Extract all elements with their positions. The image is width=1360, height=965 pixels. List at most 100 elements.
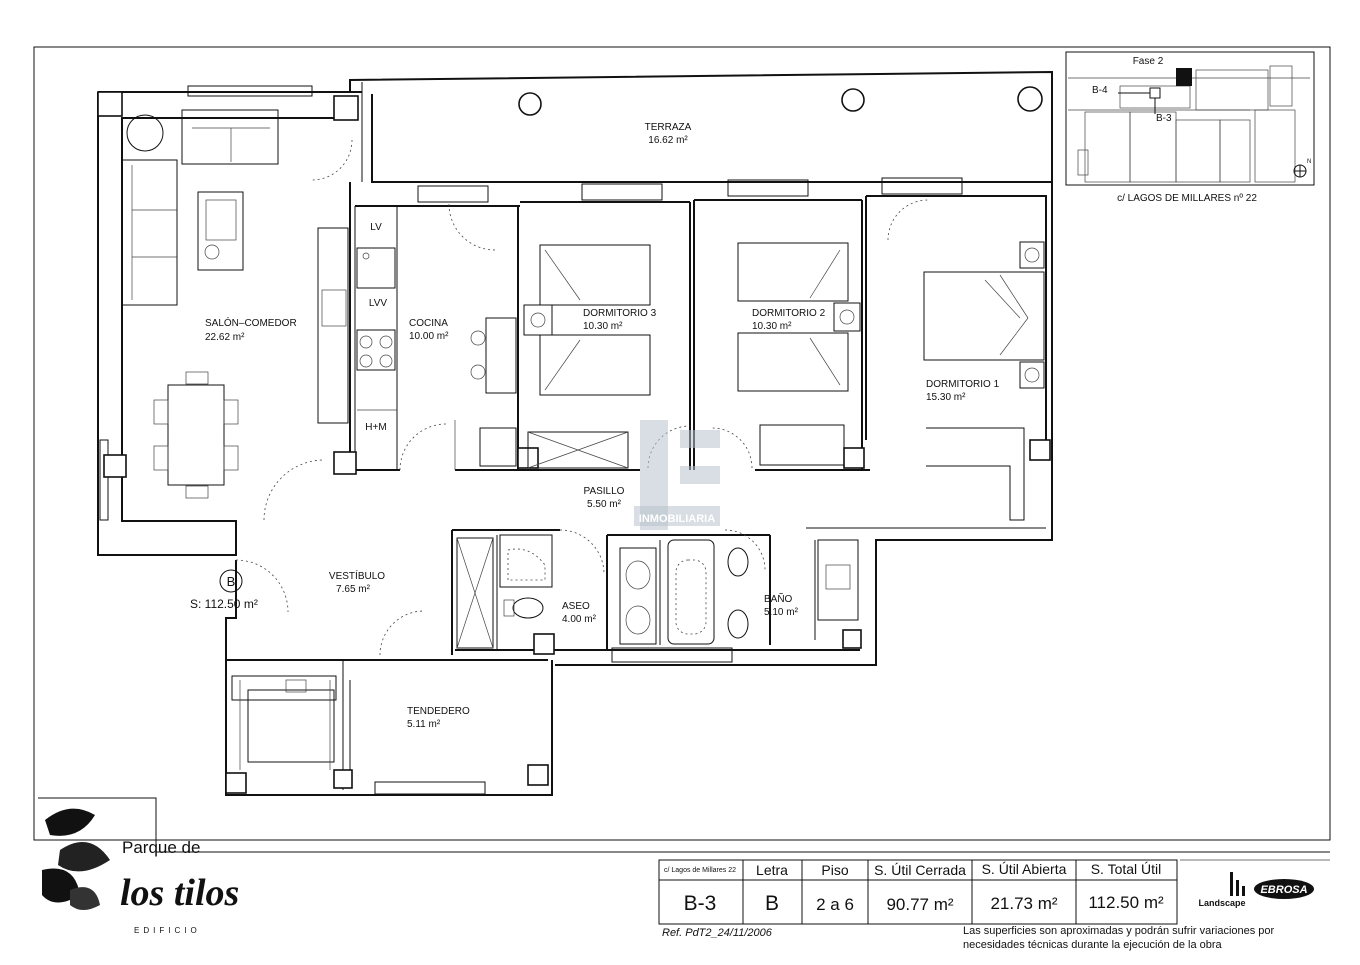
- room-aseo-name: ASEO: [562, 601, 590, 612]
- sofa-icon: [121, 159, 178, 306]
- room-aseo-area: 4.00 m²: [562, 614, 597, 625]
- double-sink-icon: [619, 547, 657, 645]
- table-header-piso: Piso: [821, 862, 848, 878]
- wardrobe-icon: [456, 537, 494, 649]
- armchair-icon: [181, 109, 279, 165]
- wardrobe-icon: [527, 431, 629, 469]
- kitchen-furniture: [356, 247, 517, 470]
- toilet-icon: [727, 547, 749, 577]
- ebrosa-logo-icon: [1254, 879, 1314, 899]
- room-pasillo-name: PASILLO: [584, 486, 625, 497]
- key-plan-unit-marker: [1176, 68, 1192, 86]
- room-pasillo-area: 5.50 m²: [587, 499, 622, 510]
- laundry-unit-icon: [247, 689, 335, 763]
- toilet-icon: [512, 597, 544, 619]
- bed-icon: [539, 244, 651, 306]
- north-label: N: [1307, 159, 1311, 165]
- washing-machine-icon: [825, 564, 851, 590]
- room-dorm3-area: 10.30 m²: [583, 321, 623, 332]
- room-bano-area: 5.10 m²: [764, 607, 799, 618]
- key-plan-phase: Fase 2: [1133, 56, 1164, 67]
- unit-marker: B S: 112.50 m²: [190, 569, 258, 611]
- watermark-text: INMOBILIARIA: [639, 513, 715, 525]
- room-vestibulo-name: VESTÍBULO: [329, 569, 385, 582]
- room-dorm2-area: 10.30 m²: [752, 321, 792, 332]
- logo-landscape: Landscape: [1198, 898, 1245, 908]
- appliance-lv: LV: [370, 222, 382, 233]
- wardrobe-icon: [759, 424, 845, 466]
- bidet-icon: [727, 609, 749, 639]
- unit-marker-letter: B: [227, 574, 236, 589]
- table-header-util-abierta: S. Útil Abierta: [982, 861, 1067, 877]
- bedroom-furniture: [523, 241, 1045, 521]
- table-value-total-util: 112.50 m²: [1088, 893, 1164, 912]
- sheet-border: [33, 46, 1331, 841]
- brand-line-3: EDIFICIO: [134, 926, 201, 935]
- bed-icon: [923, 271, 1045, 361]
- key-plan-frame: [1065, 51, 1315, 186]
- shower-icon: [499, 534, 553, 588]
- kitchen-table-icon: [485, 317, 517, 394]
- key-plan-b4: B-4: [1092, 85, 1108, 96]
- room-dorm1-area: 15.30 m²: [926, 392, 966, 403]
- bathtub-icon: [667, 539, 715, 645]
- door-swings: [235, 139, 929, 656]
- coffee-table-icon: [197, 191, 244, 271]
- cabinet-icon: [317, 227, 349, 424]
- leaf-icon: [70, 887, 100, 910]
- table-header-util-cerrada: S. Útil Cerrada: [874, 862, 966, 878]
- room-tendedero-name: TENDEDERO: [407, 706, 470, 717]
- leaf-icon: [45, 808, 95, 836]
- brand-line-2: los tilos: [120, 872, 239, 914]
- lamp-table-icon: [126, 114, 164, 152]
- table-header-letra: Letra: [756, 862, 788, 878]
- table-header-total-util: S. Total Útil: [1091, 861, 1162, 877]
- bed-icon: [539, 334, 651, 396]
- leaf-icon: [58, 842, 110, 872]
- hob-icon: [356, 329, 396, 371]
- appliance-hm: H+M: [365, 422, 386, 433]
- watermark-logo: INMOBILIARIA: [634, 420, 720, 530]
- room-dorm1-name: DORMITORIO 1: [926, 379, 1000, 390]
- appliance-lvv: LVV: [369, 298, 387, 309]
- table-value-util-abierta: 21.73 m²: [990, 894, 1057, 913]
- room-vestibulo-area: 7.65 m²: [336, 584, 371, 595]
- room-bano-name: BAÑO: [764, 592, 793, 605]
- room-terraza-name: TERRAZA: [645, 122, 692, 133]
- table-header-address: c/ Lagos de Millares 22: [664, 867, 736, 874]
- room-cocina-name: COCINA: [409, 318, 448, 329]
- disclaimer-line-1: Las superficies son aproximadas y podrán…: [963, 925, 1275, 937]
- bed-icon: [737, 332, 849, 392]
- key-plan-b3: B-3: [1156, 113, 1172, 124]
- tendedero-furniture: [231, 675, 337, 770]
- unit-marker-circle: [219, 569, 243, 593]
- room-dorm3-name: DORMITORIO 3: [583, 308, 657, 319]
- table-value-util-cerrada: 90.77 m²: [886, 895, 953, 914]
- table-value-letra: B: [765, 892, 779, 915]
- plan-columns: [97, 86, 1051, 794]
- plan-windows: [99, 85, 963, 795]
- disclaimer-line-2: necesidades técnicas durante la ejecució…: [963, 939, 1223, 951]
- table-value-unit: B-3: [684, 892, 717, 915]
- brand-line-1: Parque de: [122, 838, 200, 857]
- room-tendedero-area: 5.11 m²: [407, 719, 441, 730]
- room-salon-area: 22.62 m²: [205, 332, 245, 343]
- salon-furniture: [121, 109, 349, 499]
- table-value-piso: 2 a 6: [816, 895, 854, 914]
- room-terraza-area: 16.62 m²: [648, 135, 688, 146]
- dining-table-icon: [167, 384, 225, 486]
- key-plan: Fase 2 B-4 B-3 N c/ LAGOS DE MILLARES nº…: [1065, 51, 1315, 204]
- room-salon-name: SALÓN–COMEDOR: [205, 316, 297, 329]
- unit-total-area: S: 112.50 m²: [190, 597, 258, 611]
- developer-logos: Landscape EBROSA: [1180, 859, 1330, 908]
- room-labels: TERRAZA 16.62 m² SALÓN–COMEDOR 22.62 m² …: [205, 122, 1000, 730]
- room-cocina-area: 10.00 m²: [409, 331, 449, 342]
- street-address: c/ LAGOS DE MILLARES nº 22: [1117, 193, 1257, 204]
- logo-ebrosa: EBROSA: [1260, 884, 1307, 896]
- info-table: c/ Lagos de Millares 22 Letra Piso S. Út…: [658, 859, 1178, 925]
- sink-icon: [356, 247, 396, 289]
- wardrobe-icon: [926, 427, 1025, 521]
- room-dorm2-name: DORMITORIO 2: [752, 308, 826, 319]
